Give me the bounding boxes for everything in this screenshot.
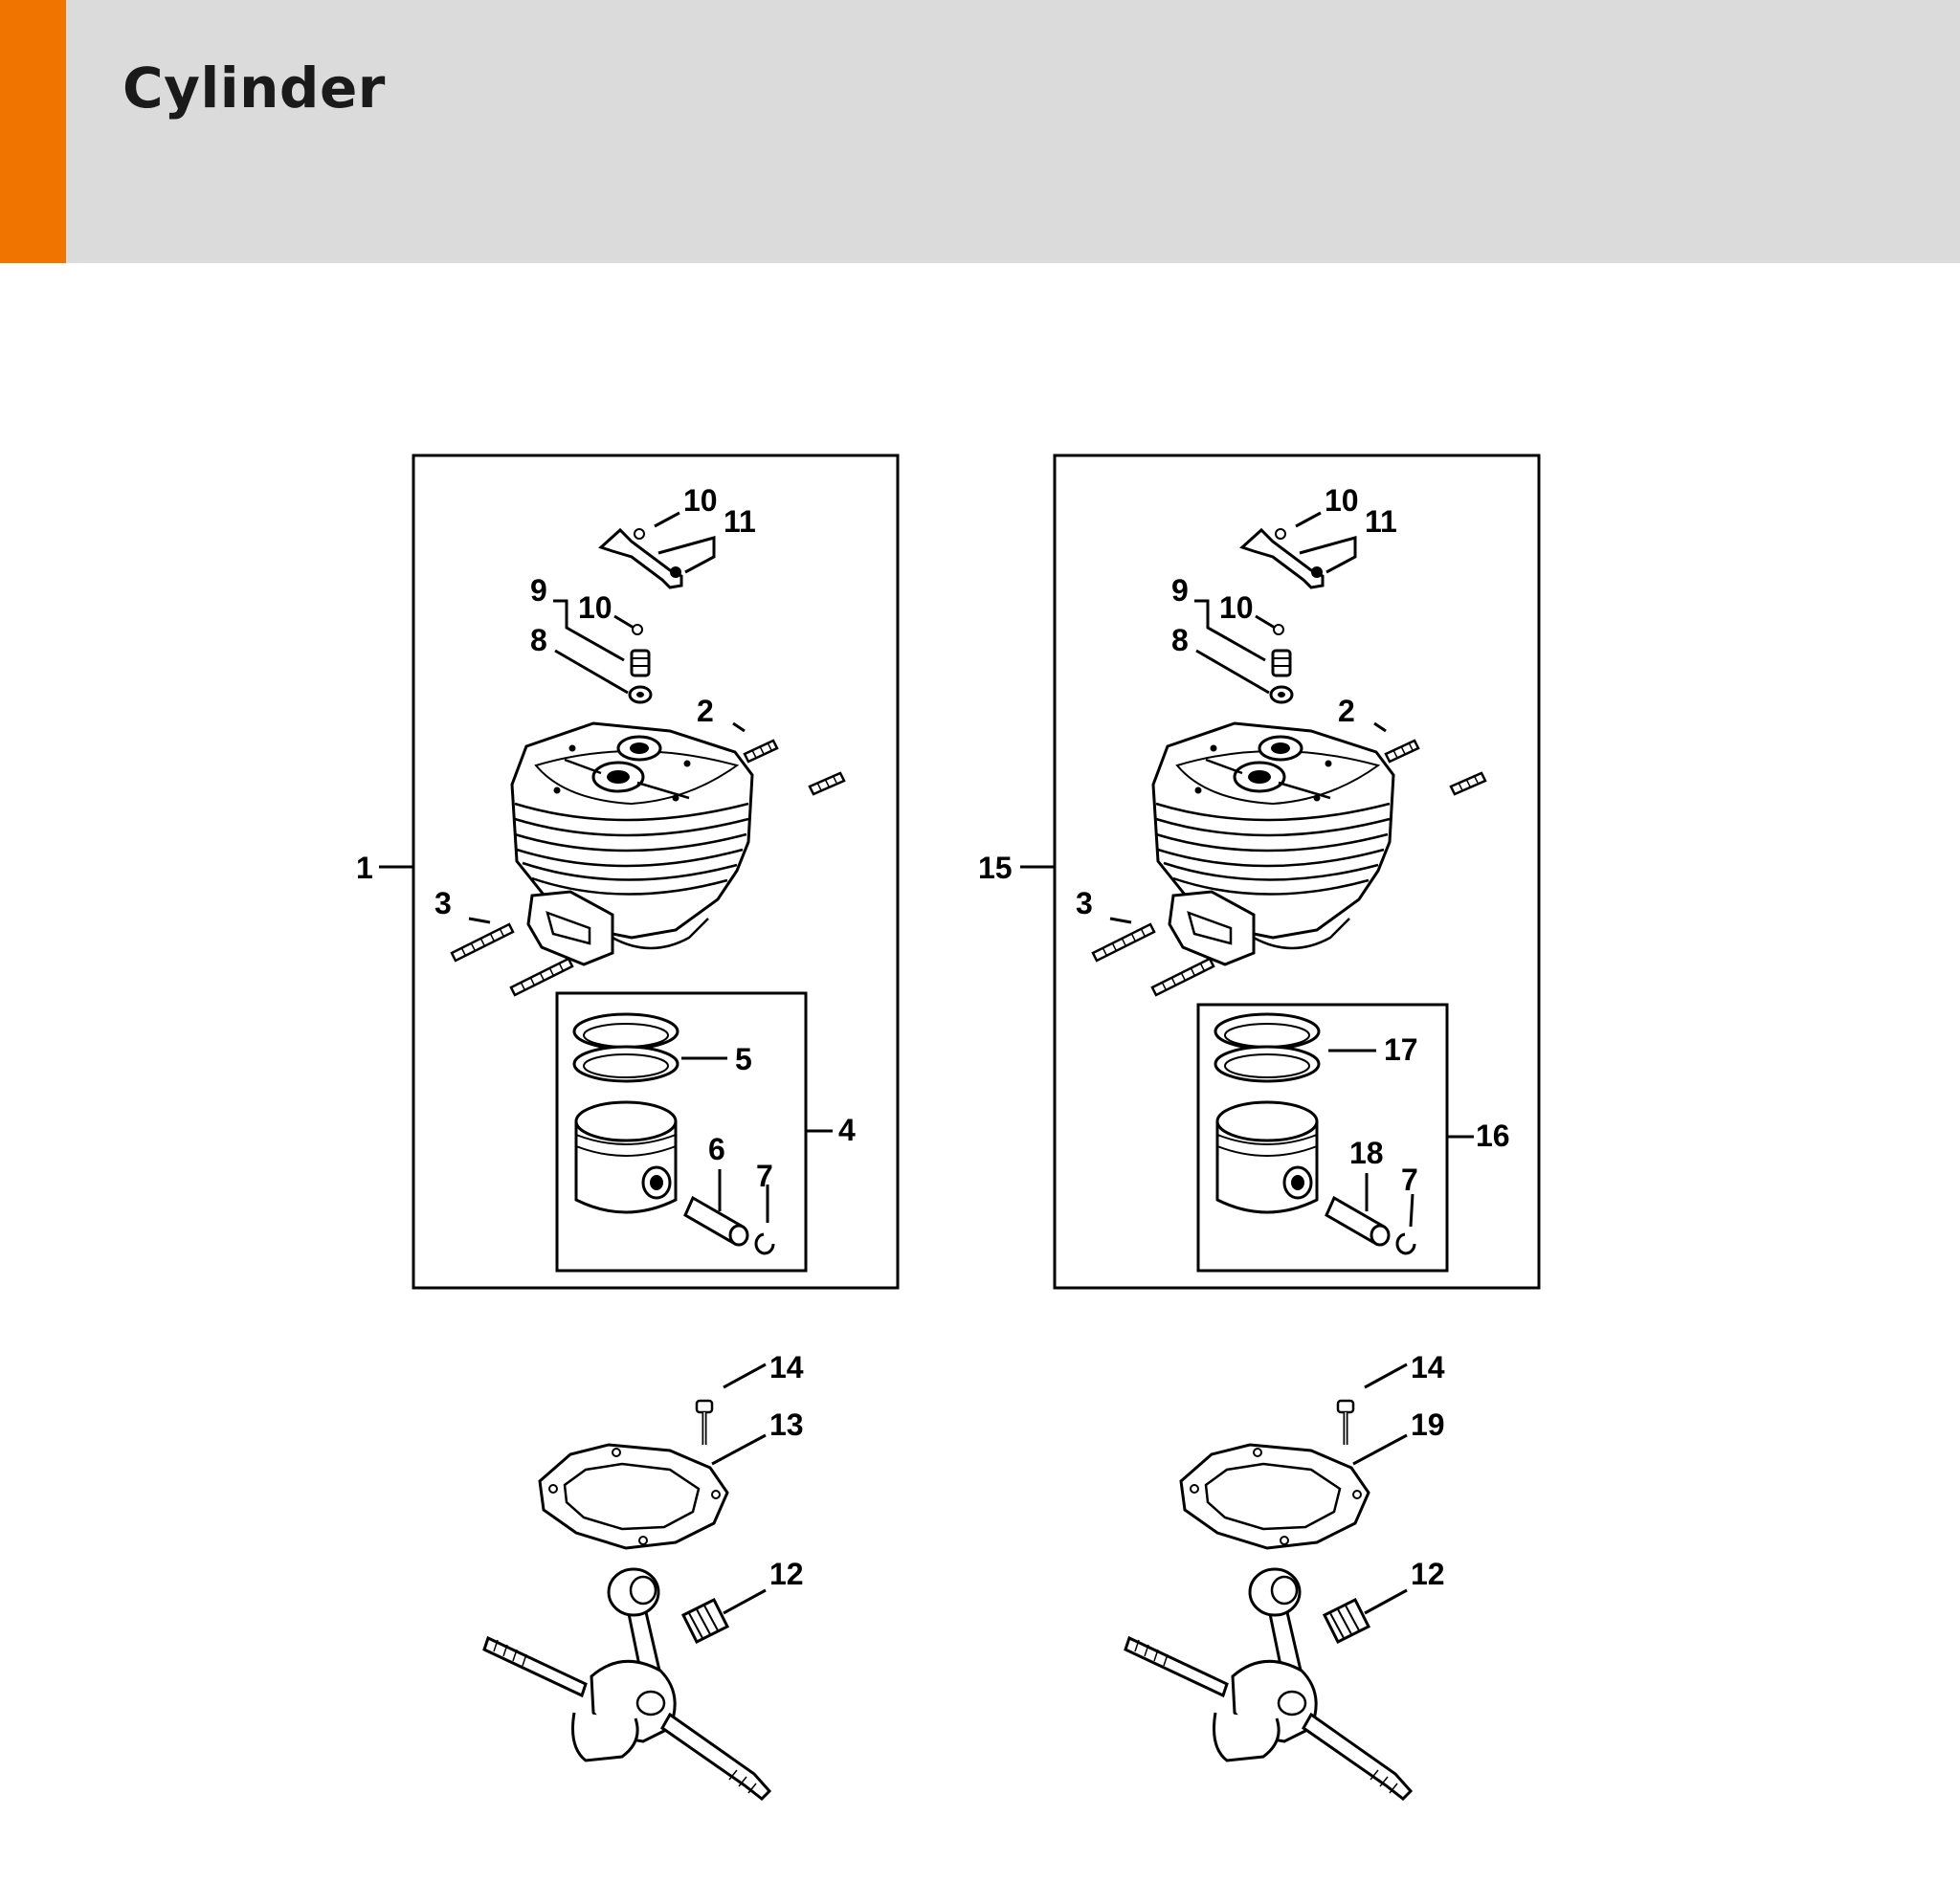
right-crankshaft-drawing (1125, 1401, 1411, 1799)
callout-14-right: 14 (1411, 1350, 1445, 1385)
callout-10b: 10 (578, 590, 612, 625)
callout-8: 8 (530, 623, 547, 657)
callout-19: 19 (1411, 1407, 1445, 1442)
callout-8-right: 8 (1171, 623, 1189, 657)
callout-13: 13 (769, 1407, 804, 1442)
page-title: Cylinder (122, 55, 386, 121)
callout-14: 14 (769, 1350, 804, 1385)
right-leader-lines (1020, 511, 1474, 1615)
callout-2-right: 2 (1338, 694, 1355, 728)
callout-17: 17 (1384, 1032, 1418, 1067)
left-leader-lines (379, 511, 833, 1615)
callout-9: 9 (530, 573, 547, 608)
callout-10b-right: 10 (1219, 590, 1254, 625)
callout-6: 6 (708, 1132, 725, 1166)
callout-11-right: 11 (1365, 504, 1397, 539)
callout-11: 11 (724, 504, 756, 539)
callout-1: 1 (356, 851, 373, 885)
callout-5: 5 (735, 1042, 752, 1076)
callout-10a: 10 (683, 483, 718, 518)
callout-18: 18 (1349, 1136, 1384, 1170)
callout-10a-right: 10 (1325, 483, 1359, 518)
callout-12-right: 12 (1411, 1557, 1445, 1591)
callout-2: 2 (697, 694, 714, 728)
callout-7: 7 (756, 1159, 773, 1193)
right-cylinder-drawing (1091, 527, 1487, 997)
left-cylinder-drawing (450, 527, 846, 997)
callout-9-right: 9 (1171, 573, 1189, 608)
callout-12: 12 (769, 1557, 804, 1591)
left-assembly: 1 2 3 4 5 6 7 8 9 10 10 11 14 13 12 (356, 454, 900, 1799)
left-crankshaft-drawing (484, 1401, 769, 1799)
callout-4: 4 (838, 1113, 856, 1147)
callout-3: 3 (434, 886, 452, 920)
callout-16: 16 (1476, 1119, 1510, 1153)
callout-3-right: 3 (1076, 886, 1093, 920)
callout-7-right: 7 (1401, 1163, 1418, 1197)
right-cylinder-box (1053, 454, 1541, 1290)
left-cylinder-box (412, 454, 900, 1290)
header-bar: Cylinder (0, 0, 1960, 263)
right-assembly: 15 2 3 16 17 18 7 8 9 10 10 11 14 19 12 (978, 454, 1541, 1799)
callout-15: 15 (978, 851, 1013, 885)
accent-stripe (0, 0, 66, 263)
